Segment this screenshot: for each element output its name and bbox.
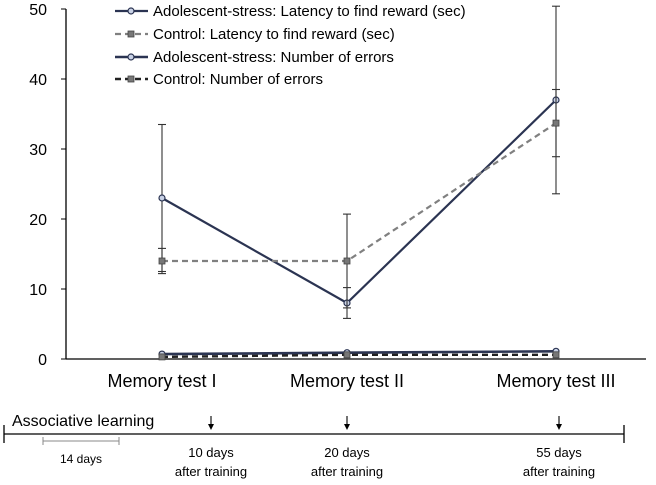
timeline: Associative learning 14 days 10 days after … [3,413,625,479]
y-tick-label: 10 [29,282,47,299]
y-tick-label: 50 [29,2,47,19]
data-point [158,194,166,202]
timeline-mark-line1: 10 days [188,445,234,460]
x-category-label: Memory test I [107,371,216,391]
legend-label: Control: Latency to find reward (sec) [153,26,395,43]
series-line [162,122,557,263]
data-point [552,351,560,359]
timeline-title: Associative learning [12,413,154,430]
y-tick-label: 40 [29,72,47,89]
data-point [158,353,166,361]
data-point [158,257,166,265]
series-3 [158,347,560,358]
duration-label: 14 days [60,452,102,466]
legend-swatch-marker [127,53,135,61]
legend-label: Adolescent-stress: Latency to find rewar… [153,3,466,20]
legend-label: Control: Number of errors [153,71,323,88]
timeline-arrow-head [344,424,350,430]
data-point [343,257,351,265]
series-2 [158,88,560,309]
timeline-mark-line2: after training [175,464,247,479]
legend-swatch-marker [127,7,135,15]
timeline-arrow-head [556,424,562,430]
timeline-mark-line2: after training [523,464,595,479]
timeline-mark-line1: 55 days [536,445,582,460]
y-tick-label: 30 [29,142,47,159]
timeline-mark-line1: 20 days [324,445,370,460]
x-category-label: Memory test II [290,371,404,391]
legend-swatch-marker [127,75,135,83]
y-tick-label: 0 [38,352,47,369]
series-line [161,99,557,305]
timeline-arrow-head [208,424,214,430]
data-point [343,351,351,359]
timeline-mark-line2: after training [311,464,383,479]
x-category-label: Memory test III [496,371,615,391]
series-line [161,353,556,359]
legend-swatch-marker [127,30,135,38]
series-4 [158,351,560,361]
y-tick-label: 20 [29,212,47,229]
legend-label: Adolescent-stress: Number of errors [153,49,394,66]
legend: Adolescent-stress: Latency to find rewar… [115,3,466,88]
data-point [552,119,560,127]
